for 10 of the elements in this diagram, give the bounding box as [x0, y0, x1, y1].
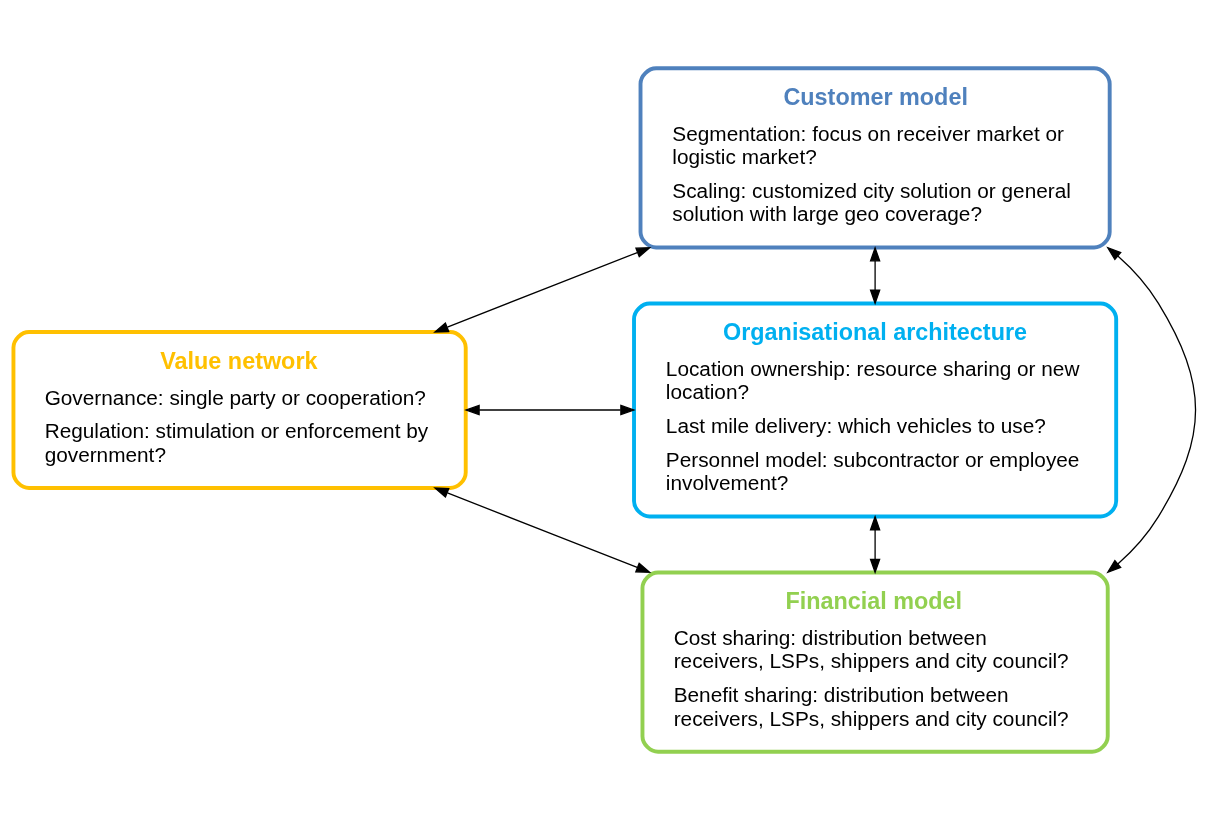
- arrow: [433, 246, 652, 333]
- arrow: [869, 245, 881, 306]
- node-box: Customer model Segmentation: focus on receiver market or logistic market? Scaling: customized city solution or general solution with large geo coverage?: [638, 66, 1112, 250]
- node-box: Value network Governance: single party or cooperation? Regulation: stimulation or enforcement by government?: [11, 330, 468, 490]
- node-box: Financial model Cost sharing: distribution between receivers, LSPs, shippers and city council? Benefit sharing: distribution between receivers, LSPs, shippers and city council?: [640, 570, 1110, 754]
- arrow: [433, 487, 652, 573]
- arrow: [869, 514, 881, 575]
- node-box: Organisational architecture Location ownership: resource sharing or new location? Last mile delivery: which vehicles to use? Personnel model: subcontractor or employee involvement?: [632, 301, 1119, 519]
- arrow: [1106, 246, 1197, 574]
- arrow: [464, 404, 636, 416]
